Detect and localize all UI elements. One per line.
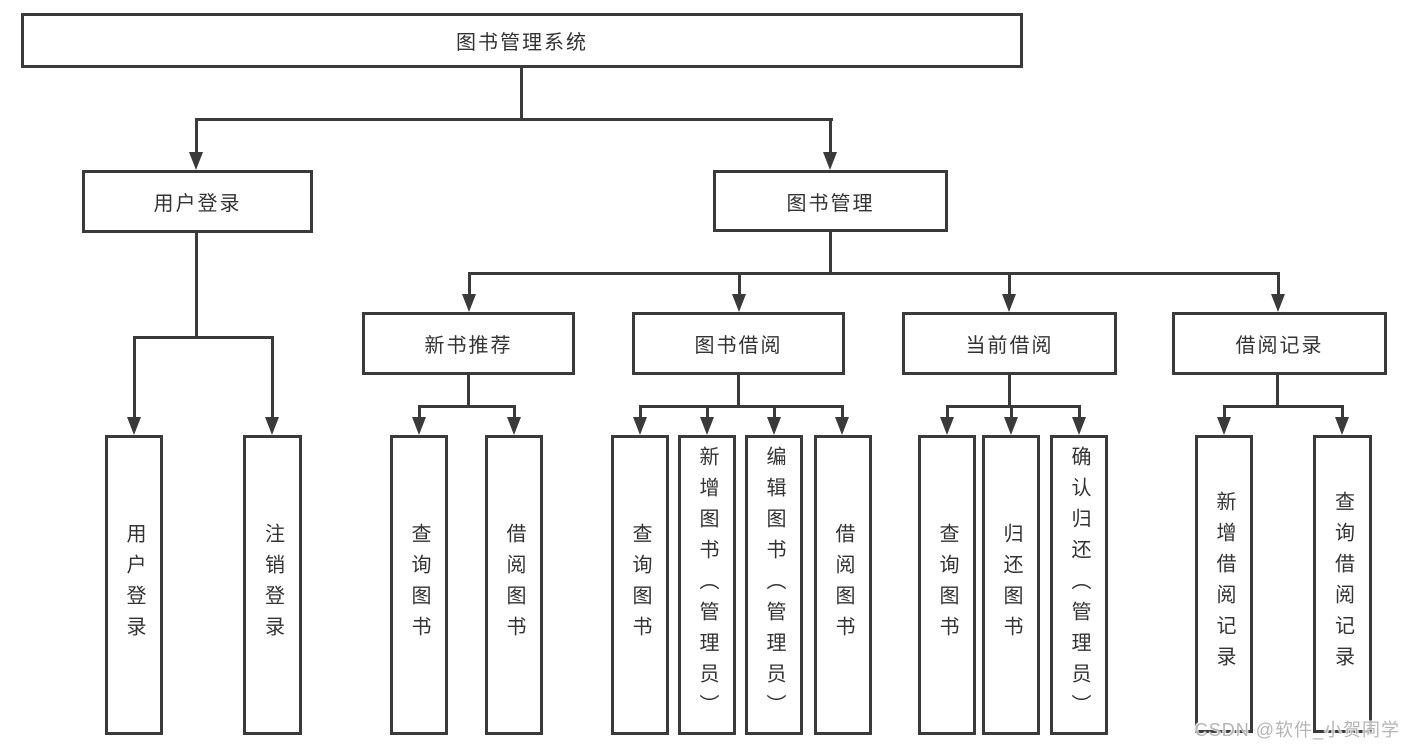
connector-records-stem <box>1276 375 1279 408</box>
leaf-query-books-current: 查询图书 <box>918 435 976 735</box>
leaf-confirm-return-admin: 确认归还（管理员） <box>1050 435 1108 735</box>
node-label: 图书管理系统 <box>456 32 588 54</box>
connector-drop <box>1341 405 1344 419</box>
leaf-label: 查询图书 <box>936 523 958 647</box>
connector-manage-bar <box>468 272 1280 275</box>
arrowhead <box>633 417 647 435</box>
connector-drop <box>829 118 832 153</box>
node-library-management-system: 图书管理系统 <box>21 13 1023 68</box>
connector-drop <box>773 405 776 419</box>
connector-drop <box>706 405 709 419</box>
connector-drop <box>133 336 136 419</box>
connector-drop <box>513 405 516 419</box>
connector-drop <box>195 118 198 153</box>
connector-drop <box>1277 272 1280 296</box>
arrowhead <box>1217 417 1231 435</box>
connector-manage-stem <box>829 232 832 275</box>
connector-current-bar <box>946 405 1080 408</box>
node-current-borrowing: 当前借阅 <box>902 312 1117 375</box>
arrowhead <box>700 417 714 435</box>
leaf-user-login: 用户登录 <box>105 435 163 735</box>
connector-drop <box>946 405 949 419</box>
connector-borrow-stem <box>737 375 740 408</box>
leaf-logout: 注销登录 <box>243 435 302 735</box>
arrowhead <box>462 294 476 312</box>
leaf-label: 查询图书 <box>408 523 430 647</box>
node-label: 当前借阅 <box>965 335 1054 357</box>
leaf-add-books-admin: 新增图书（管理员） <box>678 435 736 735</box>
arrowhead <box>127 417 141 435</box>
connector-current-stem <box>1008 375 1011 408</box>
leaf-query-books-recommend: 查询图书 <box>390 435 448 735</box>
arrowhead <box>189 152 203 170</box>
connector-drop <box>1010 405 1013 419</box>
leaf-label: 确认归还（管理员） <box>1068 445 1090 725</box>
node-new-book-recommend: 新书推荐 <box>362 312 575 375</box>
leaf-return-books: 归还图书 <box>982 435 1040 735</box>
leaf-query-borrow-record: 查询借阅记录 <box>1313 435 1372 733</box>
node-user-login: 用户登录 <box>82 170 313 233</box>
leaf-label: 用户登录 <box>123 523 145 647</box>
leaf-add-borrow-record: 新增借阅记录 <box>1195 435 1253 733</box>
connector-drop <box>418 405 421 419</box>
connector-login-bar <box>133 336 274 339</box>
connector-drop <box>271 336 274 419</box>
leaf-label: 新增图书（管理员） <box>696 445 718 725</box>
leaf-label: 借阅图书 <box>503 523 525 647</box>
csdn-watermark: CSDN @软件_小贺同学 <box>1194 720 1400 740</box>
arrowhead <box>1072 417 1086 435</box>
arrowhead <box>835 417 849 435</box>
leaf-label: 新增借阅记录 <box>1213 491 1235 677</box>
connector-drop <box>468 272 471 296</box>
connector-drop <box>1078 405 1081 419</box>
leaf-borrow-books: 借阅图书 <box>814 435 872 735</box>
node-book-borrowing: 图书借阅 <box>632 312 845 375</box>
connector-root-stem <box>520 68 523 121</box>
arrowhead <box>265 417 279 435</box>
arrowhead <box>732 294 746 312</box>
connector-login-stem <box>195 233 198 339</box>
node-label: 新书推荐 <box>424 335 513 357</box>
connector-drop <box>1223 405 1226 419</box>
leaf-label: 编辑图书（管理员） <box>763 445 785 725</box>
leaf-edit-books-admin: 编辑图书（管理员） <box>745 435 803 735</box>
arrowhead <box>940 417 954 435</box>
arrowhead <box>412 417 426 435</box>
node-label: 图书借阅 <box>694 335 783 357</box>
arrowhead <box>1004 417 1018 435</box>
arrowhead <box>507 417 521 435</box>
arrowhead <box>823 152 837 170</box>
node-book-management: 图书管理 <box>713 170 948 232</box>
connector-drop <box>841 405 844 419</box>
connector-drop <box>639 405 642 419</box>
arrowhead <box>1335 417 1349 435</box>
leaf-label: 注销登录 <box>261 523 284 647</box>
leaf-borrow-books-recommend: 借阅图书 <box>485 435 543 735</box>
leaf-label: 查询图书 <box>629 523 651 647</box>
connector-borrow-bar <box>639 405 844 408</box>
node-label: 用户登录 <box>153 193 242 215</box>
arrowhead <box>1271 294 1285 312</box>
connector-drop <box>1008 272 1011 296</box>
connector-newbook-bar <box>418 405 516 408</box>
leaf-query-books-borrow: 查询图书 <box>611 435 669 735</box>
node-label: 图书管理 <box>786 192 875 215</box>
connector-drop <box>738 272 741 296</box>
arrowhead <box>1002 294 1016 312</box>
connector-records-bar <box>1223 405 1343 408</box>
node-borrow-records: 借阅记录 <box>1172 312 1387 375</box>
connector-root-bar <box>195 118 833 121</box>
leaf-label: 借阅图书 <box>832 523 854 647</box>
arrowhead <box>767 417 781 435</box>
leaf-label: 查询借阅记录 <box>1331 491 1354 677</box>
leaf-label: 归还图书 <box>1000 523 1022 647</box>
connector-newbook-stem <box>467 375 470 408</box>
node-label: 借阅记录 <box>1235 335 1324 357</box>
